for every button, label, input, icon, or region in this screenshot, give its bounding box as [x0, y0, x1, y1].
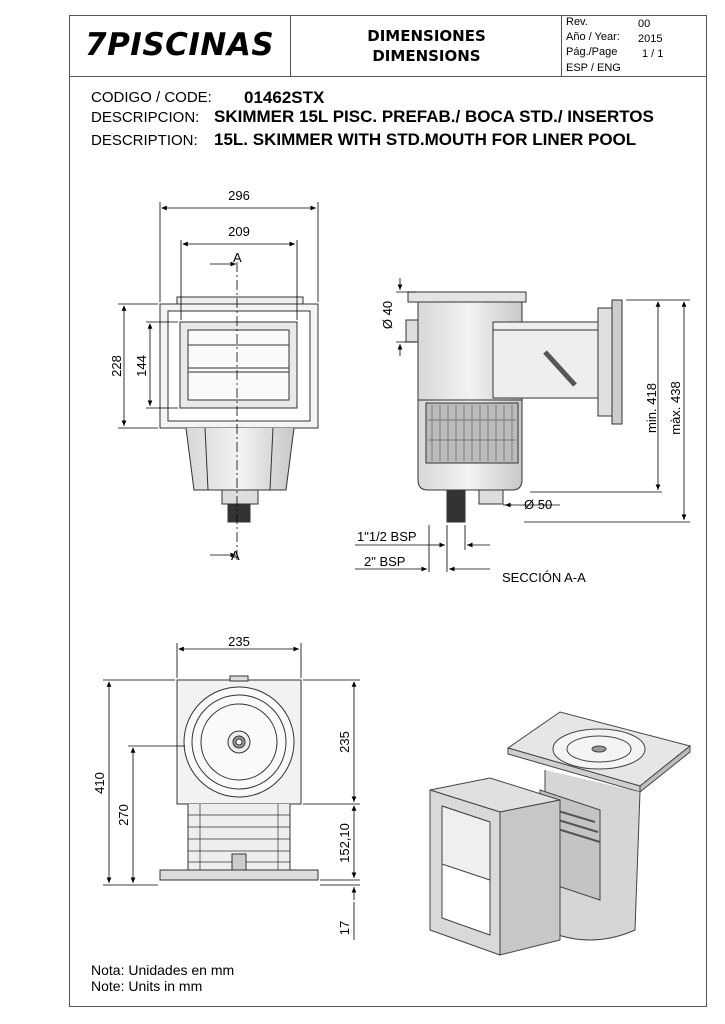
brand-cell: 7PISCINAS: [69, 15, 291, 77]
section-view: [405, 291, 623, 523]
code-row: CODIGO / CODE: 01462STX: [91, 88, 324, 107]
section-caption: SECCIÓN A-A: [502, 570, 586, 585]
description-es-row: DESCRIPCION: SKIMMER 15L PISC. PREFAB./ …: [91, 107, 654, 127]
side-height-total: 410: [92, 772, 107, 794]
thread-large-label: 2" BSP: [364, 554, 405, 569]
section-dimensions: [355, 278, 690, 572]
rev-value: 00: [638, 18, 651, 30]
page-value: 1 / 1: [642, 48, 664, 60]
year-value: 2015: [638, 33, 663, 45]
year-label: Año / Year:: [566, 31, 620, 43]
side-width: 235: [228, 634, 250, 649]
code-label: CODIGO / CODE:: [91, 89, 212, 106]
front-view: [159, 296, 319, 523]
section-mark-bottom: A: [231, 548, 240, 563]
section-max-height: màx. 438: [668, 381, 683, 434]
section-mark-top: A: [233, 250, 242, 265]
description-es-label: DESCRIPCION:: [91, 109, 200, 126]
section-dia-top: Ø 40: [380, 301, 395, 329]
front-height-total: 228: [109, 355, 124, 377]
isometric-view: [429, 711, 692, 956]
section-dia-bottom: Ø 50: [524, 497, 552, 512]
title-es: DIMENSIONES: [367, 27, 486, 45]
side-height-17: 17: [337, 921, 352, 935]
side-height-152: 152,10: [337, 823, 352, 863]
language-label: ESP / ENG: [566, 62, 621, 74]
thread-small-label: 1"1/2 BSP: [357, 529, 417, 544]
side-height-270: 270: [116, 804, 131, 826]
rev-label: Rev.: [566, 16, 588, 28]
front-height-mouth: 144: [134, 355, 149, 377]
note-es: Nota: Unidades en mm: [91, 962, 235, 978]
title-block: 7PISCINAS DIMENSIONES DIMENSIONS Rev. 00…: [69, 15, 707, 77]
description-en-row: DESCRIPTION: 15L. SKIMMER WITH STD.MOUTH…: [91, 130, 636, 150]
section-min-height: min. 418: [644, 383, 659, 433]
front-width-mouth: 209: [228, 224, 250, 239]
side-dimensions: [103, 643, 360, 940]
brand-logo: 7PISCINAS: [85, 27, 275, 63]
side-view: [159, 675, 319, 881]
code-value: 01462STX: [244, 88, 325, 107]
front-width-outer: 296: [228, 188, 250, 203]
drawing-frame: [69, 15, 707, 1007]
side-height-lid: 235: [337, 731, 352, 753]
note-en: Note: Units in mm: [91, 978, 203, 994]
title-en: DIMENSIONS: [372, 47, 481, 65]
description-en-value: 15L. SKIMMER WITH STD.MOUTH FOR LINER PO…: [214, 130, 637, 149]
description-en-label: DESCRIPTION:: [91, 132, 198, 149]
description-es-value: SKIMMER 15L PISC. PREFAB./ BOCA STD./ IN…: [214, 107, 654, 126]
title-cell: DIMENSIONES DIMENSIONS: [291, 15, 562, 77]
revision-cell: Rev. 00 Año / Year: 2015 Pág./Page 1 / 1…: [562, 15, 707, 77]
page-label: Pág./Page: [566, 46, 618, 58]
front-dimensions: [118, 202, 319, 560]
